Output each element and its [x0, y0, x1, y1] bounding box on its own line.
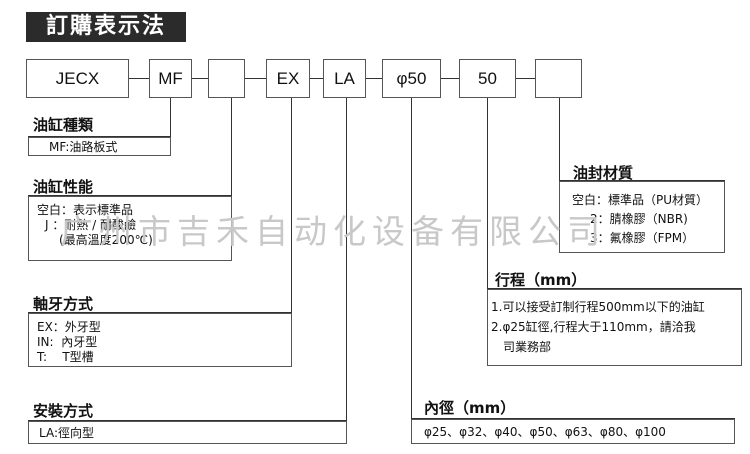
code-box-mounting: LA — [323, 59, 366, 98]
leader-line-type — [170, 98, 171, 139]
stroke-underline — [487, 288, 742, 289]
cylinder-type-box: MF:油路板式 — [28, 137, 171, 156]
leader-line-bore — [411, 98, 412, 418]
separator-dash — [310, 78, 323, 79]
bore-heading: 內徑（mm） — [424, 399, 516, 417]
performance-option: 空白：表示標準品 — [37, 203, 134, 217]
code-box-bore: φ50 — [382, 59, 441, 98]
stroke-note: 司業務部 — [503, 340, 552, 354]
leader-line-thread — [291, 98, 292, 312]
code-box-seal — [535, 59, 582, 98]
page-title: 訂購表示法 — [26, 12, 186, 42]
watermark: 广州市吉禾自动化设备有限公司 — [60, 212, 606, 251]
leader-line-performance — [231, 98, 232, 195]
cylinder-type-heading: 油缸種類 — [33, 116, 94, 134]
seal-option: 2：腈橡膠（NBR) — [590, 212, 688, 226]
thread-option: T: T型槽 — [37, 350, 94, 364]
thread-heading: 軸牙方式 — [33, 295, 94, 313]
performance-underline — [28, 195, 232, 196]
cylinder-type-option: MF:油路板式 — [49, 140, 118, 154]
performance-note: (最高溫度200℃) — [59, 233, 153, 247]
code-box-stroke: 50 — [459, 59, 516, 98]
code-box-performance — [208, 59, 245, 98]
performance-heading: 油缸性能 — [33, 178, 94, 196]
seal-option: 空白：標準品（PU材質） — [572, 193, 709, 207]
mounting-heading: 安裝方式 — [33, 402, 94, 420]
code-box-series: JECX — [26, 59, 129, 98]
seal-box: 空白：標準品（PU材質） 2：腈橡膠（NBR) 3：氟橡膠（FPM） — [559, 181, 725, 253]
mounting-option: LA:徑向型 — [39, 426, 95, 440]
thread-option: IN: 內牙型 — [37, 335, 98, 349]
separator-dash — [192, 78, 208, 79]
bore-options: φ25、φ32、φ40、φ50、φ63、φ80、φ100 — [424, 425, 666, 439]
seal-heading: 油封材質 — [573, 164, 634, 182]
thread-underline — [28, 312, 292, 313]
seal-option: 3：氟橡膠（FPM） — [590, 231, 695, 245]
bore-box: φ25、φ32、φ40、φ50、φ63、φ80、φ100 — [411, 419, 735, 444]
leader-line-mounting — [346, 98, 347, 443]
mounting-underline — [28, 420, 347, 421]
code-box-thread: EX — [266, 59, 310, 98]
stroke-box: 1.可以接受訂制行程500mm以下的油缸 2.φ25缸徑,行程大于110mm，請… — [487, 289, 742, 366]
separator-dash — [366, 78, 382, 79]
performance-box: 空白：表示標準品 J ：耐熱 / 耐酸鹼 (最高溫度200℃) — [28, 196, 232, 261]
stroke-note: 2.φ25缸徑,行程大于110mm，請洽我 — [491, 320, 696, 334]
stroke-heading: 行程（mm） — [495, 271, 587, 289]
leader-line-seal — [559, 98, 560, 180]
performance-option: J ：耐熱 / 耐酸鹼 — [45, 218, 137, 232]
thread-option: EX：外牙型 — [37, 320, 101, 334]
separator-dash — [516, 78, 535, 79]
separator-dash — [441, 78, 459, 79]
bore-underline — [411, 418, 735, 419]
code-box-type: MF — [149, 59, 192, 98]
stroke-note: 1.可以接受訂制行程500mm以下的油缸 — [491, 300, 705, 314]
separator-dash — [245, 78, 266, 79]
cylinder-type-underline — [28, 136, 171, 137]
mounting-box: LA:徑向型 — [28, 421, 347, 444]
separator-dash — [129, 78, 149, 79]
thread-box: EX：外牙型 IN: 內牙型 T: T型槽 — [28, 313, 292, 367]
seal-underline — [559, 180, 725, 181]
leader-line-stroke — [487, 98, 488, 288]
